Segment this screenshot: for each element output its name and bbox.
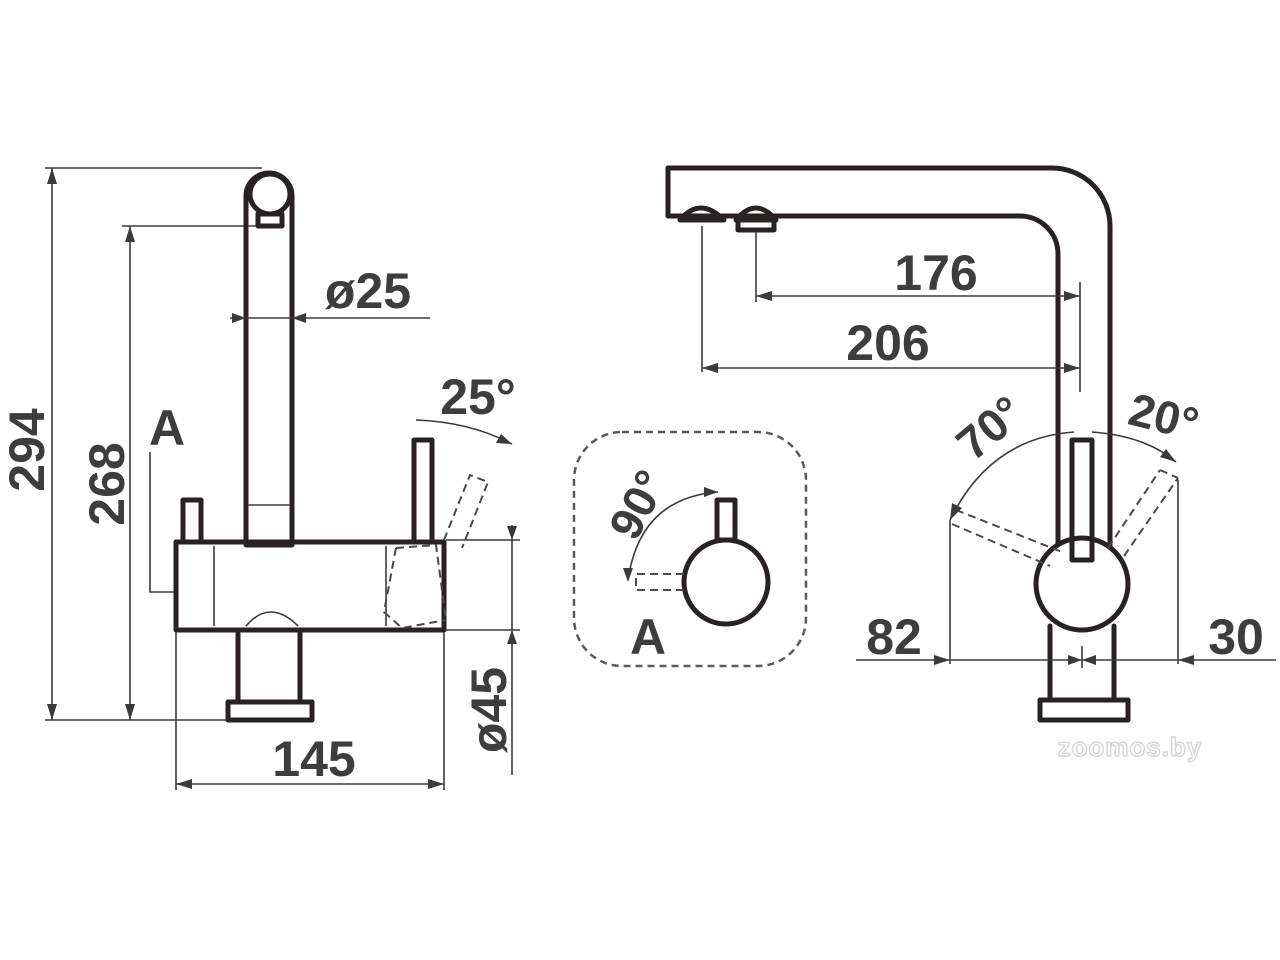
- spout-aerator: [255, 211, 285, 229]
- dim-width: 145: [272, 731, 355, 787]
- left-lever: [180, 497, 204, 545]
- detail-lever-rotated: [635, 573, 684, 591]
- arrow-268-bottom: [125, 704, 135, 720]
- base-plate: [225, 699, 315, 723]
- lever-rotated-left: [951, 509, 1063, 567]
- dim-body-diameter: ø45: [461, 667, 517, 753]
- detail-angle-arc: [627, 491, 719, 581]
- arrow-30-right: [1178, 655, 1194, 665]
- dim-detail-angle: 90°: [599, 462, 678, 548]
- mixer-body: [173, 539, 447, 633]
- arrow-294-bottom: [47, 704, 57, 720]
- arrow-294-top: [47, 168, 57, 184]
- right-lever: [411, 437, 435, 545]
- arrow-176-right: [1064, 291, 1080, 301]
- arrow-d45-top: [507, 526, 517, 540]
- cap-rotated-outline: [382, 547, 447, 630]
- arrow-d45-bottom: [507, 630, 517, 644]
- arrow-206-left: [702, 363, 718, 373]
- dim-spout-diameter: ø25: [325, 263, 411, 319]
- dim-reach-outer: 206: [846, 315, 929, 371]
- dim-height-spout: 268: [79, 442, 135, 525]
- dim-offset-right: 30: [1208, 609, 1264, 665]
- arrow-145-left: [176, 779, 192, 789]
- dim-reach-inner: 176: [894, 245, 977, 301]
- spout-outer: [665, 165, 1113, 548]
- spout-pipe: [243, 170, 295, 548]
- detail-lever: [714, 497, 738, 543]
- arrow-detail-left: [623, 568, 633, 582]
- detail-handle-body: [681, 537, 771, 627]
- outlet-nozzle: [735, 217, 777, 233]
- watermark: zoomos.by: [1058, 732, 1203, 762]
- front-lever: [1069, 437, 1095, 563]
- section-mark-a: A: [149, 400, 185, 456]
- detail-frame: [572, 430, 808, 668]
- lever-rotated-right: [1107, 469, 1179, 557]
- side-view: 294 268 A ø25 25: [0, 167, 520, 790]
- section-mark-leader: [149, 452, 178, 593]
- arrow-82-left: [934, 655, 950, 665]
- arrow-176-left: [756, 291, 772, 301]
- arrow-82-right: [1068, 655, 1082, 665]
- dim-rotation-left: 70°: [946, 385, 1033, 470]
- arrow-206-right: [1064, 363, 1080, 373]
- front-base-plate: [1037, 697, 1131, 723]
- dim-handle-angle: 25°: [440, 369, 516, 425]
- spout-inner: [665, 165, 1061, 548]
- arrow-d25-left: [232, 313, 246, 323]
- arrow-angle-70: [950, 503, 962, 520]
- base-stem: [235, 627, 303, 705]
- dim-height-total: 294: [0, 408, 55, 492]
- arrow-d25-right: [292, 313, 306, 323]
- dim-offset-left: 82: [866, 609, 922, 665]
- detail-label: A: [630, 609, 666, 665]
- outlet-left: [677, 205, 727, 223]
- front-view: 176 206 70° 20° 82 30: [665, 165, 1276, 723]
- arrow-145-right: [428, 779, 444, 789]
- cap-rotated-edge: [395, 543, 447, 621]
- front-handle-body: [1033, 535, 1131, 633]
- spout-head: [247, 171, 293, 217]
- arrow-268-top: [125, 226, 135, 242]
- arrow-angle-25: [496, 434, 512, 444]
- arrow-angle-20: [1160, 449, 1176, 462]
- lever-rotated-outline: [443, 473, 490, 549]
- detail-a: 90° A: [572, 430, 808, 668]
- base-curve: [245, 611, 299, 627]
- angle-arc-70: [949, 431, 1075, 521]
- arrow-detail-top: [704, 487, 718, 497]
- arrow-30-left: [1082, 655, 1096, 665]
